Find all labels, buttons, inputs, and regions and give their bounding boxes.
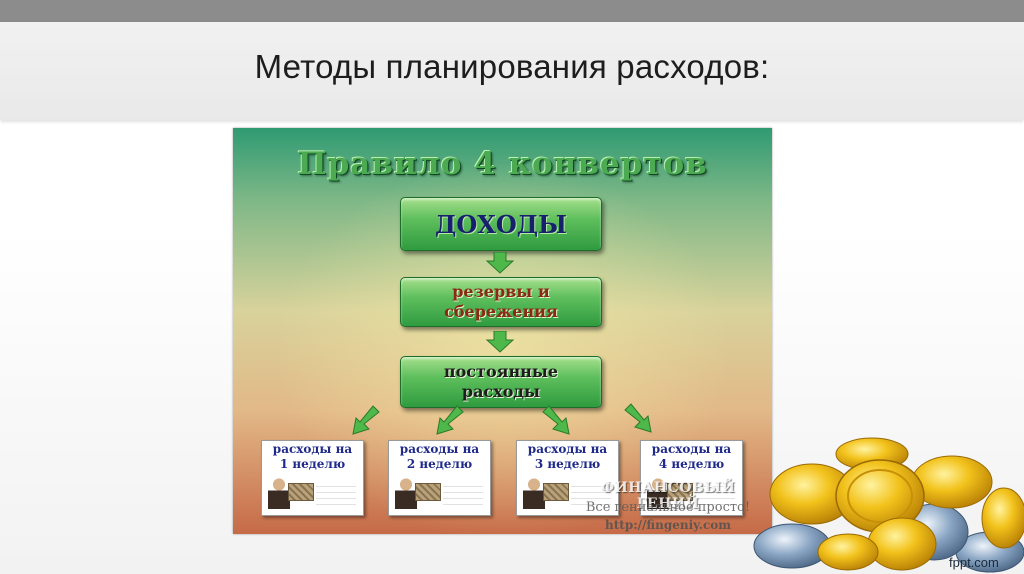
arrow-diagonal-icon bbox=[624, 403, 652, 433]
card-lines bbox=[443, 481, 483, 507]
portrait-image bbox=[395, 475, 417, 509]
banknotes-image bbox=[288, 483, 314, 501]
fixed-expenses-box: постоянные расходы bbox=[400, 356, 602, 408]
card-label-line2: 4 неделю bbox=[658, 457, 725, 471]
reserves-label-line2: сбережения bbox=[444, 302, 558, 321]
banknotes-image bbox=[543, 483, 569, 501]
card-label-line1: расходы на bbox=[272, 442, 353, 456]
reserves-box: резервы и сбережения bbox=[400, 277, 602, 327]
title-band bbox=[0, 22, 1024, 120]
card-lines bbox=[695, 481, 735, 507]
rule-title: Правило 4 конвертов bbox=[297, 146, 708, 182]
watermark-name: ФИНАНСОВЫЙ ГЕНИЙ bbox=[600, 480, 736, 512]
card-label-line2: 2 неделю bbox=[406, 457, 473, 471]
fixed-label-line1: постоянные bbox=[443, 362, 559, 381]
banknotes-image bbox=[667, 483, 693, 501]
slide-title: Методы планирования расходов: bbox=[254, 48, 770, 85]
card-label-line2: 1 неделю bbox=[279, 457, 346, 471]
portrait-image bbox=[523, 475, 545, 509]
week-card-1: расходы на 1 неделю bbox=[261, 440, 364, 516]
arrow-down-icon bbox=[485, 331, 515, 353]
arrow-down-icon bbox=[485, 252, 515, 274]
watermark-slogan: Все гениальное просто! bbox=[585, 500, 751, 515]
card-label-line1: расходы на bbox=[399, 442, 480, 456]
week-card-2: расходы на 2 неделю bbox=[388, 440, 491, 516]
site-label: fppt.com bbox=[949, 555, 999, 570]
card-lines bbox=[316, 481, 356, 507]
banknotes-image bbox=[415, 483, 441, 501]
arrow-diagonal-icon bbox=[542, 405, 570, 435]
card-lines bbox=[571, 481, 611, 507]
card-label-line1: расходы на bbox=[527, 442, 608, 456]
diagram-panel: Правило 4 конвертов ДОХОДЫ резервы и сбе… bbox=[233, 128, 772, 534]
card-label-line1: расходы на bbox=[651, 442, 732, 456]
top-strip bbox=[0, 0, 1024, 22]
portrait-image bbox=[647, 475, 669, 509]
card-label-line2: 3 неделю bbox=[534, 457, 601, 471]
week-card-3: расходы на 3 неделю bbox=[516, 440, 619, 516]
reserves-label-line1: резервы и bbox=[452, 282, 550, 301]
coins-image bbox=[753, 437, 1024, 573]
income-label: ДОХОДЫ bbox=[435, 209, 567, 239]
portrait-image bbox=[268, 475, 290, 509]
watermark-url: http://fingeniy.com bbox=[605, 518, 731, 532]
fixed-label-line2: расходы bbox=[461, 382, 541, 401]
arrow-diagonal-icon bbox=[436, 405, 464, 435]
arrow-diagonal-icon bbox=[352, 405, 380, 435]
week-card-4: расходы на 4 неделю bbox=[640, 440, 743, 516]
income-box: ДОХОДЫ bbox=[400, 197, 602, 251]
